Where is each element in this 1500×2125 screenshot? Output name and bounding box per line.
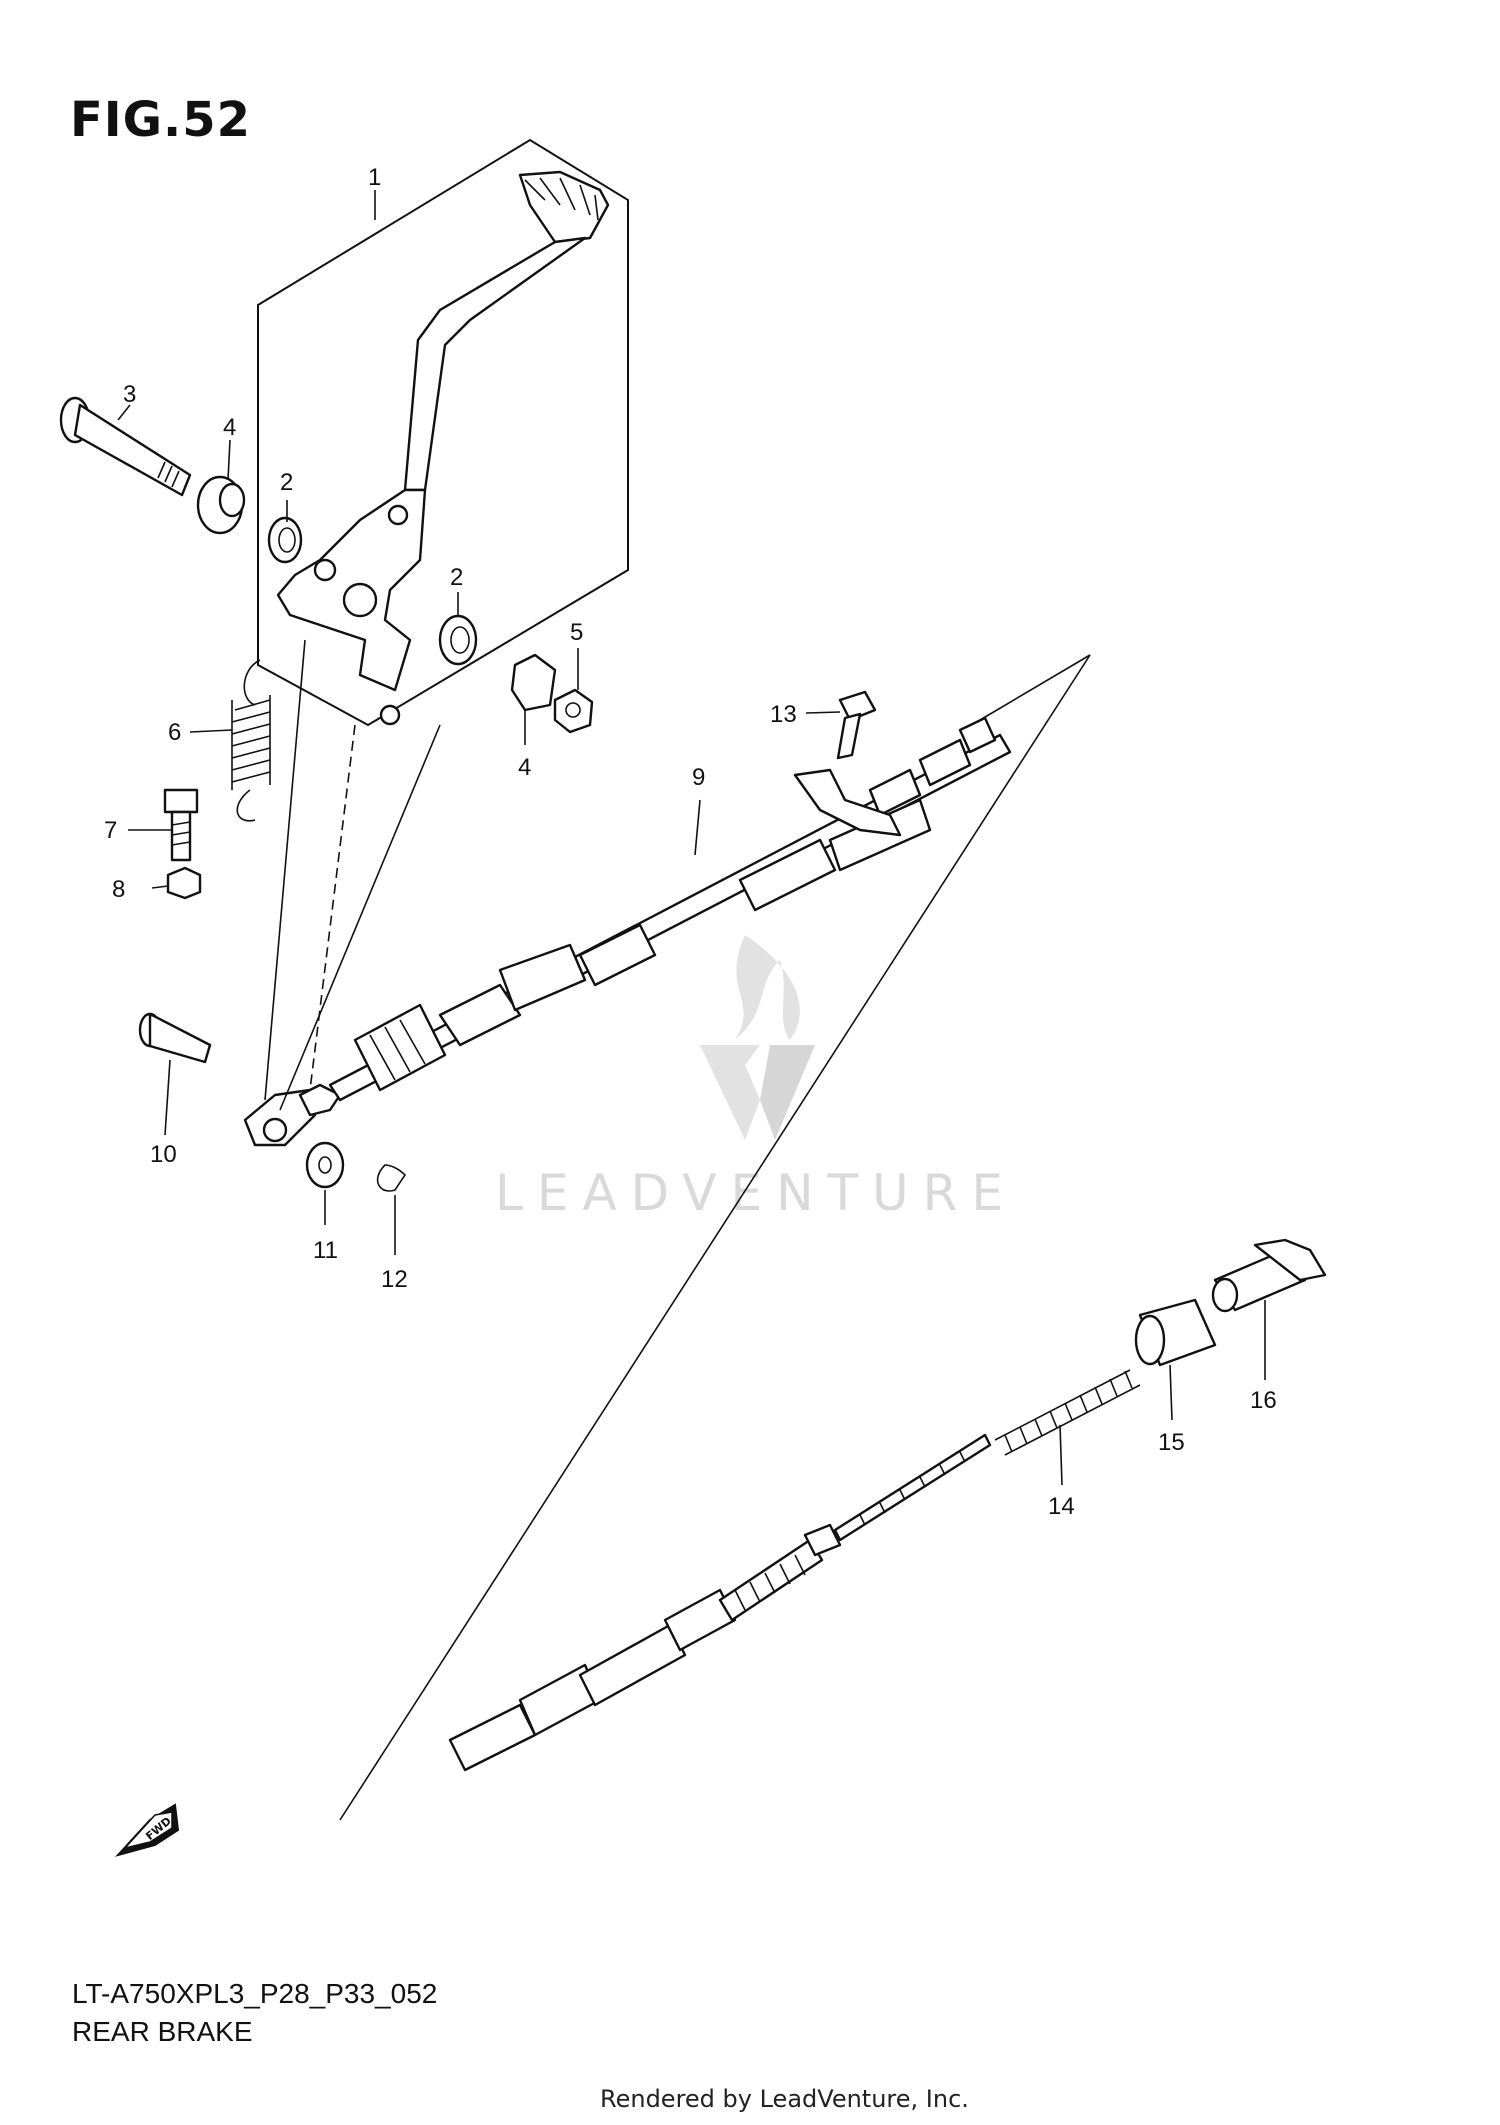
callout-3: 3 — [123, 381, 136, 408]
callout-4a: 4 — [223, 414, 236, 441]
seal-2-upper — [267, 516, 303, 564]
cable-bracket-bolt — [836, 690, 877, 760]
callout-1: 1 — [368, 164, 381, 191]
stopper-bolt — [163, 788, 199, 862]
cable-clevis — [243, 1083, 342, 1147]
diagram-name: REAR BRAKE — [72, 2016, 253, 2047]
cable-joint — [1134, 1298, 1217, 1367]
return-spring — [231, 659, 271, 822]
brake-cable-upper — [328, 716, 1012, 1102]
cotter-pin — [376, 1164, 407, 1192]
callout-9: 9 — [692, 764, 705, 791]
brake-cable-lower — [448, 1433, 992, 1772]
callout-14: 14 — [1048, 1493, 1075, 1520]
assembly-leader-lines — [264, 639, 1091, 1821]
render-credit: Rendered by LeadVenture, Inc. — [600, 2085, 969, 2113]
callout-16: 16 — [1250, 1387, 1277, 1414]
bushing-4-upper — [196, 475, 246, 535]
callout-10: 10 — [150, 1141, 177, 1168]
callout-4b: 4 — [518, 754, 531, 781]
callout-12: 12 — [381, 1266, 408, 1293]
washer-11 — [305, 1141, 345, 1189]
figure-title: FIG.52 — [70, 92, 252, 148]
callout-7: 7 — [104, 817, 117, 844]
lock-nut — [166, 866, 202, 900]
callout-13: 13 — [770, 701, 797, 728]
callout-2b: 2 — [450, 564, 463, 591]
callout-2a: 2 — [280, 469, 293, 496]
pedal-pivot-bolt — [59, 396, 192, 497]
callout-8: 8 — [112, 876, 125, 903]
nut-5 — [553, 688, 594, 734]
callout-leader-lines — [117, 190, 1266, 1486]
callout-15: 15 — [1158, 1429, 1185, 1456]
callout-labels: 1 2 2 3 4 4 5 6 7 8 9 10 11 12 13 14 15 … — [104, 164, 1277, 1520]
callout-6: 6 — [168, 719, 181, 746]
diagram-code: LT-A750XPL3_P28_P33_052 — [72, 1978, 438, 2009]
callout-5: 5 — [570, 619, 583, 646]
cable-spring — [994, 1369, 1141, 1456]
forward-direction-badge: FWD — [114, 1803, 180, 1857]
pedal-assembly-frame — [257, 138, 629, 727]
clevis-pin — [138, 1012, 212, 1064]
watermark-text: LEADVENTURE — [495, 1164, 1017, 1222]
bushing-4-lower — [510, 653, 557, 712]
brake-arm-joint — [1211, 1238, 1327, 1313]
brake-pedal — [276, 170, 610, 726]
callout-11: 11 — [313, 1237, 338, 1264]
leadventure-watermark: LEADVENTURE — [495, 935, 1017, 1222]
seal-2-lower — [438, 614, 478, 666]
